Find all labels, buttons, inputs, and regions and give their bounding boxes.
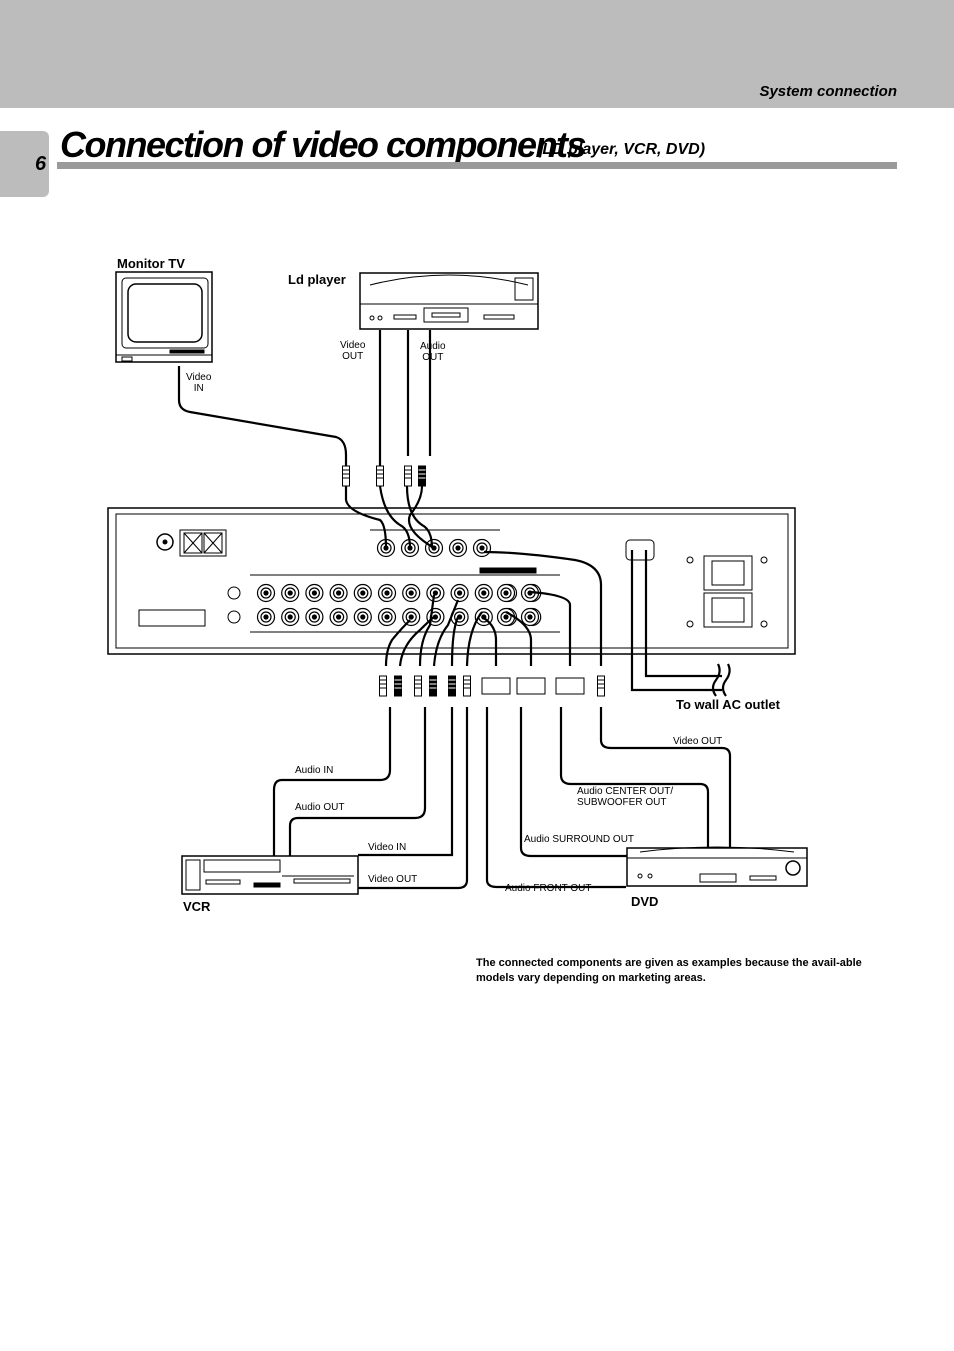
monitor-tv-label: Monitor TV	[117, 256, 185, 271]
wall-outlet-label: To wall AC outlet	[676, 697, 780, 712]
monitor-tv-illustration	[115, 271, 213, 363]
footnote: The connected components are given as ex…	[476, 957, 862, 984]
vcr-video-in-label: Video IN	[368, 842, 407, 853]
ld-player-illustration	[359, 272, 539, 330]
page-subtitle: (LD player, VCR, DVD)	[537, 141, 706, 158]
page-tab	[0, 131, 49, 197]
ld-player-label: Ld player	[288, 272, 346, 287]
rca-jacks	[256, 538, 542, 627]
ld-audio-out-label: Audio OUT	[420, 341, 446, 363]
section-title: System connection	[759, 83, 897, 100]
header-band	[0, 0, 954, 108]
page-number: 6	[35, 153, 47, 175]
dvd-surround-out-label: Audio SURROUND OUT	[524, 834, 635, 845]
receiver-rear-panel	[107, 507, 796, 655]
vcr-audio-in-label: Audio IN	[295, 765, 334, 776]
vcr-label: VCR	[183, 899, 211, 914]
dvd-label: DVD	[631, 894, 659, 909]
dvd-video-out-label: Video OUT	[673, 736, 723, 747]
cable-plugs	[342, 465, 605, 697]
tv-video-in-label: Video IN	[186, 372, 212, 394]
dvd-front-out-label: Audio FRONT OUT	[505, 883, 592, 894]
cables	[177, 330, 732, 890]
vcr-illustration	[181, 855, 359, 895]
vcr-video-out-label: Video OUT	[368, 874, 418, 885]
page-title: Connection of video components	[60, 124, 587, 165]
dvd-center-subwoofer-label: Audio CENTER OUT/ SUBWOOFER OUT	[577, 786, 674, 808]
title-underline	[57, 162, 897, 169]
dvd-illustration	[626, 846, 808, 887]
vcr-audio-out-label: Audio OUT	[295, 802, 345, 813]
ld-video-out-label: Video OUT	[340, 340, 366, 362]
